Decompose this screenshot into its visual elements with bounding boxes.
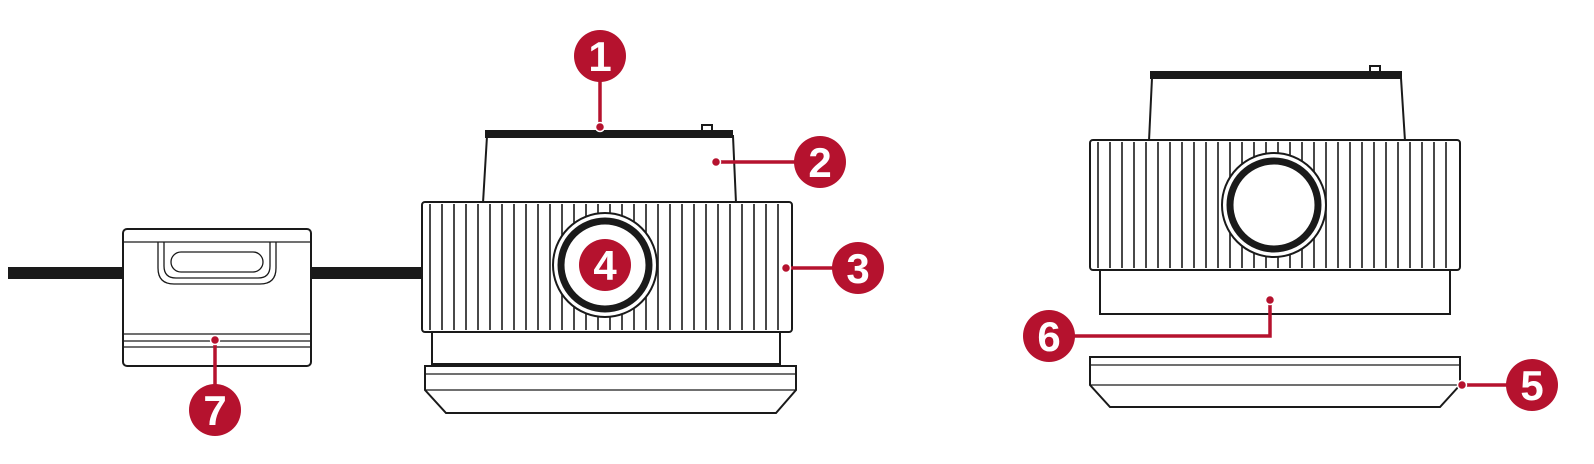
callout-7: 7 <box>189 334 241 436</box>
callout-3-anchor <box>780 262 792 274</box>
callout-2-number: 2 <box>808 139 831 186</box>
callout-3-number: 3 <box>846 245 869 292</box>
callout-6-number: 6 <box>1037 313 1060 360</box>
callout-7-number: 7 <box>203 387 226 434</box>
callouts: 1 2 3 4 5 6 7 <box>189 30 1558 436</box>
callout-7-badge <box>189 384 241 436</box>
callout-5-number: 5 <box>1520 362 1543 409</box>
callout-2-anchor <box>710 156 722 168</box>
callout-6-badge <box>1023 310 1075 362</box>
callout-1: 1 <box>574 30 626 133</box>
callout-5: 5 <box>1456 359 1558 411</box>
callout-3-badge <box>832 242 884 294</box>
callout-6-anchor <box>1264 294 1276 306</box>
callout-6: 6 <box>1023 294 1276 362</box>
callout-3: 3 <box>780 242 884 294</box>
camera-unit-rear <box>1089 65 1461 315</box>
cable <box>8 267 426 279</box>
callout-6-leader <box>1073 300 1272 338</box>
callout-7-anchor <box>209 334 221 346</box>
callout-4: 4 <box>579 239 631 291</box>
detached-base <box>1089 356 1461 408</box>
cable-clip <box>122 228 312 367</box>
callout-4-badge <box>579 239 631 291</box>
callout-2: 2 <box>710 136 846 188</box>
callout-5-anchor <box>1456 379 1468 391</box>
callout-4-number: 4 <box>593 242 617 289</box>
callout-2-badge <box>794 136 846 188</box>
callout-1-anchor <box>594 121 606 133</box>
camera-unit <box>421 124 797 414</box>
callout-5-badge <box>1506 359 1558 411</box>
callout-1-number: 1 <box>588 33 611 80</box>
callout-1-badge <box>574 30 626 82</box>
